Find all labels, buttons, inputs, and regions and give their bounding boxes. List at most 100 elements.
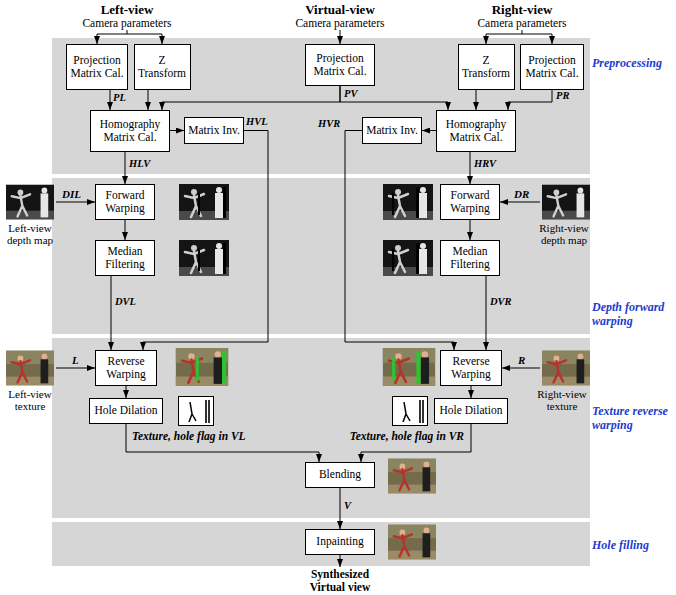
warped-depth-thumbnail	[179, 184, 229, 220]
connector	[111, 276, 112, 350]
stage-band: Texture reverse warpingReverse WarpingHo…	[52, 338, 590, 518]
filtered-depth-thumbnail	[179, 240, 229, 276]
text-label: Right-view	[462, 2, 582, 17]
signal-label: PR	[556, 90, 569, 102]
process-box: Z Transform	[134, 44, 191, 90]
process-box: Hole Dilation	[434, 398, 508, 424]
filtered-depth-thumbnail	[383, 240, 433, 276]
signal-label: PV	[344, 88, 357, 100]
signal-label: HLV	[129, 158, 150, 170]
signal-label: HVR	[318, 118, 340, 130]
band-fill	[52, 38, 590, 174]
box-label: Z Transform	[462, 54, 511, 80]
input-arrow	[486, 34, 487, 44]
connector	[340, 86, 448, 110]
connector	[486, 276, 487, 350]
text-label: Synthesized Virtual view	[300, 568, 380, 593]
input-arrow	[502, 368, 540, 369]
text-label: R	[518, 354, 538, 367]
output-arrow	[340, 555, 341, 567]
connector	[508, 90, 552, 110]
input-arrow	[552, 34, 553, 44]
connector	[471, 386, 472, 398]
depth-map-image	[6, 185, 54, 220]
box-label: Forward Warping	[99, 189, 151, 215]
text-label: Camera parameters	[280, 17, 400, 30]
connector	[110, 90, 111, 110]
process-box: Reverse Warping	[95, 350, 157, 386]
signal-label: HRV	[474, 158, 496, 170]
connector	[143, 131, 268, 351]
hole-mask-thumbnail	[393, 397, 428, 426]
text-label: Texture, hole flag in VL	[132, 430, 297, 443]
text-label: Camera parameters	[67, 17, 187, 30]
process-box: Homography Matrix Cal.	[90, 110, 170, 152]
text-label: Right-view texture	[532, 388, 592, 412]
connector	[470, 220, 471, 240]
text-label: Left-view texture	[2, 388, 58, 412]
signal-label: DVL	[115, 296, 136, 308]
process-box: Median Filtering	[440, 240, 500, 276]
text-label: Texture, hole flag in VR	[299, 430, 464, 443]
box-label: Median Filtering	[99, 245, 151, 271]
connector	[126, 424, 319, 462]
box-label: Projection Matrix Cal.	[524, 54, 580, 80]
box-label: Hole Dilation	[440, 404, 503, 417]
box-label: Reverse Warping	[99, 355, 153, 381]
box-label: Blending	[319, 468, 361, 481]
process-box: Matrix Inv.	[184, 117, 244, 144]
process-box: Projection Matrix Cal.	[305, 44, 375, 86]
signal-label: HVL	[246, 116, 268, 128]
text-label: Camera parameters	[462, 17, 582, 30]
process-box: Inpainting	[305, 529, 375, 555]
input-arrow	[340, 30, 341, 44]
input-arrow	[56, 202, 95, 203]
warped-texture-thumbnail	[176, 348, 229, 386]
blended-thumbnail	[388, 459, 436, 494]
box-label: Reverse Warping	[444, 355, 498, 381]
process-box: Hole Dilation	[89, 398, 163, 424]
connector	[126, 386, 127, 398]
band-label: Preprocessing	[592, 56, 674, 70]
signal-label: DVR	[490, 296, 512, 308]
text-label: Left-view depth map	[2, 222, 58, 246]
band-label: Depth forward warping	[592, 300, 674, 328]
connector	[476, 90, 477, 110]
text-label: Virtual-view	[280, 2, 400, 17]
connector	[470, 152, 471, 184]
warped-depth-thumbnail	[383, 184, 433, 220]
box-label: Median Filtering	[444, 245, 496, 271]
box-label: Matrix Inv.	[366, 124, 418, 137]
box-label: Inpainting	[316, 535, 363, 548]
box-label: Homography Matrix Cal.	[94, 118, 166, 144]
process-box: Z Transform	[458, 44, 515, 90]
depth-map-image	[542, 185, 590, 220]
box-label: Z Transform	[138, 54, 187, 80]
process-box: Median Filtering	[95, 240, 155, 276]
text-label: L	[72, 354, 92, 367]
signal-label: PL	[113, 92, 126, 104]
box-label: Forward Warping	[444, 189, 496, 215]
box-label: Matrix Inv.	[188, 124, 240, 137]
box-label: Homography Matrix Cal.	[440, 118, 512, 144]
connector	[422, 130, 436, 131]
process-box: Blending	[305, 462, 375, 488]
connector	[148, 90, 149, 110]
box-label: Hole Dilation	[95, 404, 158, 417]
texture-image	[6, 351, 54, 386]
text-label: DR	[514, 188, 544, 201]
input-arrow	[162, 34, 163, 44]
input-arrow	[500, 202, 540, 203]
process-box: Homography Matrix Cal.	[436, 110, 516, 152]
text-label: Right-view depth map	[534, 222, 594, 246]
connector	[125, 152, 126, 184]
band-label: Hole filling	[592, 538, 674, 552]
process-box: Matrix Inv.	[362, 117, 422, 144]
process-box: Forward Warping	[95, 184, 155, 220]
stage-band: Depth forward warpingForward WarpingMedi…	[52, 178, 590, 334]
box-label: Projection Matrix Cal.	[70, 54, 124, 80]
input-arrow	[97, 34, 98, 44]
process-box: Projection Matrix Cal.	[66, 44, 128, 90]
texture-image	[542, 351, 590, 386]
